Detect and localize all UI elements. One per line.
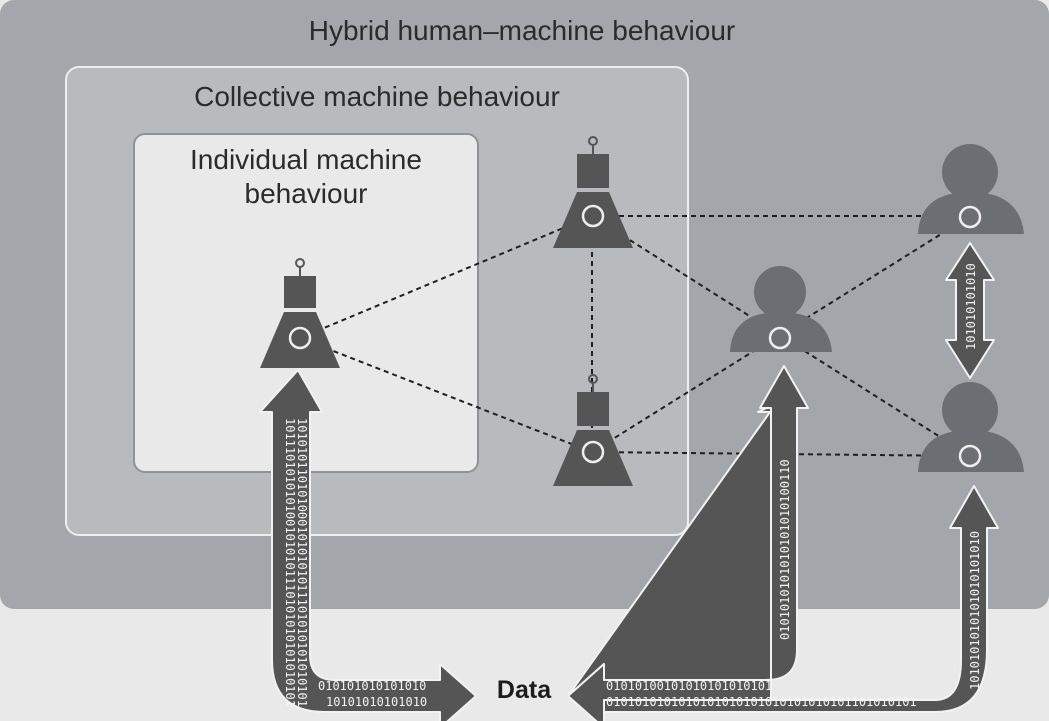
individual-title-line2: behaviour — [244, 178, 368, 209]
hybrid-title: Hybrid human–machine behaviour — [308, 15, 736, 46]
connection-line — [299, 337, 593, 453]
individual-title: Individual machine behaviour — [150, 143, 462, 211]
connection-line — [591, 215, 971, 453]
binary-left-a: 1011101010101001010101110101010101010101 — [283, 418, 297, 707]
binary-bottom-right-a: 01010100101010101010101 — [606, 679, 772, 693]
binary-leftbot-a: 010101010101010 — [318, 679, 426, 693]
individual-title-line1: Individual machine — [190, 144, 422, 175]
binary-bottom-right-b: 0101010101010101010101010101010101101010… — [606, 695, 917, 709]
binary-leftbot-b: 10101010101010 — [326, 695, 427, 709]
robot-icon — [260, 258, 340, 368]
connection-line — [299, 215, 593, 339]
connection-line — [591, 215, 971, 457]
binary-text: 1011101010101001010101110101010101010101… — [283, 263, 982, 709]
robot-icon — [553, 136, 633, 248]
connection-lines — [299, 215, 971, 457]
person-icon — [730, 266, 832, 352]
binary-human-link: 101010101010 — [964, 263, 978, 350]
binary-right: 1010101010101010101010 — [968, 531, 982, 690]
binary-left-b: 1010101101010001010101011101010101010101 — [295, 418, 309, 707]
data-arrows — [259, 242, 999, 721]
data-arrow-far-right — [603, 485, 999, 713]
data-label: Data — [496, 676, 552, 704]
person-icon — [918, 382, 1024, 472]
robot-icon — [553, 374, 633, 486]
human-link-arrow — [945, 242, 995, 379]
binary-middle: 0101010101010101010100110 — [778, 459, 792, 640]
data-arrow-left — [259, 369, 477, 721]
person-icon — [918, 144, 1024, 234]
collective-title: Collective machine behaviour — [194, 81, 560, 112]
